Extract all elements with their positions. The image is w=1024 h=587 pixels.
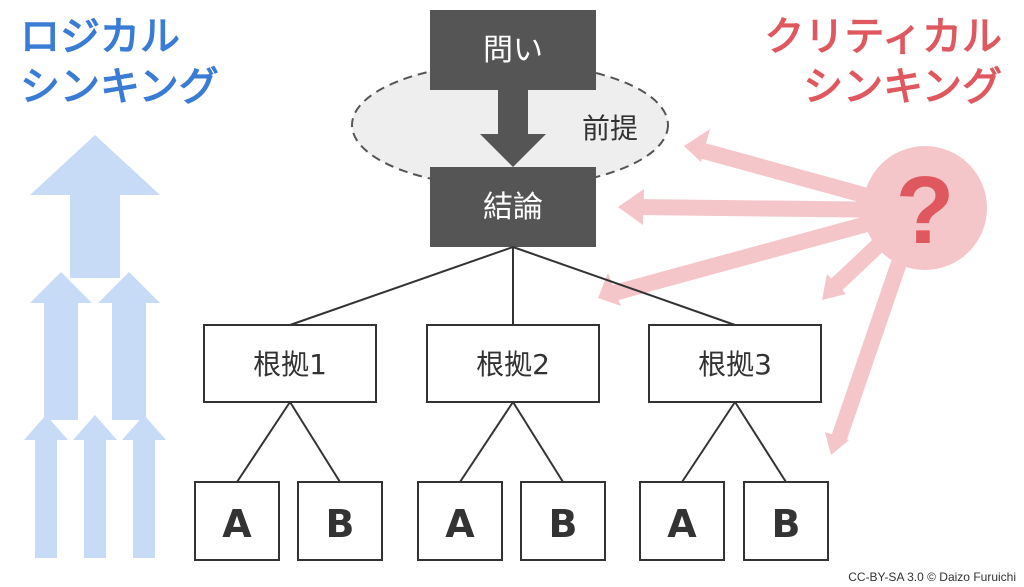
evidence-box [297,481,383,561]
logical-arrow-mid-right [98,272,160,420]
question-mark-icon: ? [896,157,955,264]
tree-line-reason1 [289,246,514,326]
critical-arrows [598,129,920,455]
reason-3: 根拠3 [648,324,822,403]
critical-arrow-to-reason1 [611,207,903,301]
tree-line-r1-a [236,401,291,483]
premise-label: 前提 [582,112,638,145]
tree-line-r3-b [734,401,787,483]
evidence-r1-b: B [297,481,383,561]
critical-arrowhead-evidence [825,432,849,455]
logical-arrow-small-3 [122,415,166,558]
reason-2: 根拠2 [426,324,600,403]
evidence-box [743,481,829,561]
evidence-r3-a: A [639,481,725,561]
logical-arrow-mid-left [30,272,92,420]
tree-line-r3-a [681,401,736,483]
tree-line-r1-b [289,401,341,483]
critical-thinking-heading: クリティカル シンキング [764,12,1002,112]
evidence-label: B [549,502,578,546]
evidence-label: B [772,502,801,546]
question-box [430,10,596,90]
reason-label: 根拠2 [476,348,550,381]
evidence-label: A [445,502,475,546]
evidence-box [520,481,606,561]
logical-arrow-small-1 [24,415,68,558]
reason-box [648,324,822,403]
evidence-box [639,481,725,561]
logical-arrows [24,135,166,558]
evidence-label: B [326,502,355,546]
logical-heading-line2: シンキング [20,64,219,110]
reason-box [426,324,600,403]
evidence-r2-a: A [417,481,503,561]
reason-box [203,324,377,403]
critical-arrowhead-reason3 [822,274,846,300]
conclusion-label: 結論 [483,190,543,225]
conclusion-box [430,167,596,247]
critical-heading-line1: クリティカル [764,14,1002,60]
evidence-label: A [222,502,252,546]
tree-line-r2-a [459,401,514,483]
critical-arrow-to-conclusion [634,199,901,218]
question-to-conclusion-arrow [480,90,546,167]
critical-arrowhead-conclusion [618,189,644,225]
tree-line-reason3 [512,246,736,326]
tree-line-r2-b [512,401,564,483]
reason-label: 根拠1 [253,348,327,381]
reason-1: 根拠1 [203,324,377,403]
logical-arrow-small-2 [73,415,117,558]
critical-arrowhead-premise [684,129,710,162]
question-mark-circle [863,146,987,270]
reason-label: 根拠3 [698,348,772,381]
logical-thinking-heading: ロジカル シンキング [20,12,219,112]
evidence-r1-a: A [194,481,280,561]
tree-lines [236,246,787,483]
evidence-r2-b: B [520,481,606,561]
license-credit: CC-BY-SA 3.0 © Daizo Furuichi [848,570,1016,584]
evidence-r3-b: B [743,481,829,561]
critical-arrowhead-reason1 [598,273,621,306]
logical-heading-line1: ロジカル [20,14,180,60]
critical-heading-line2: シンキング [803,64,1002,110]
evidence-box [417,481,503,561]
question-label: 問い [483,33,543,68]
evidence-label: A [667,502,697,546]
logical-arrow-large [30,135,160,278]
evidence-box [194,481,280,561]
